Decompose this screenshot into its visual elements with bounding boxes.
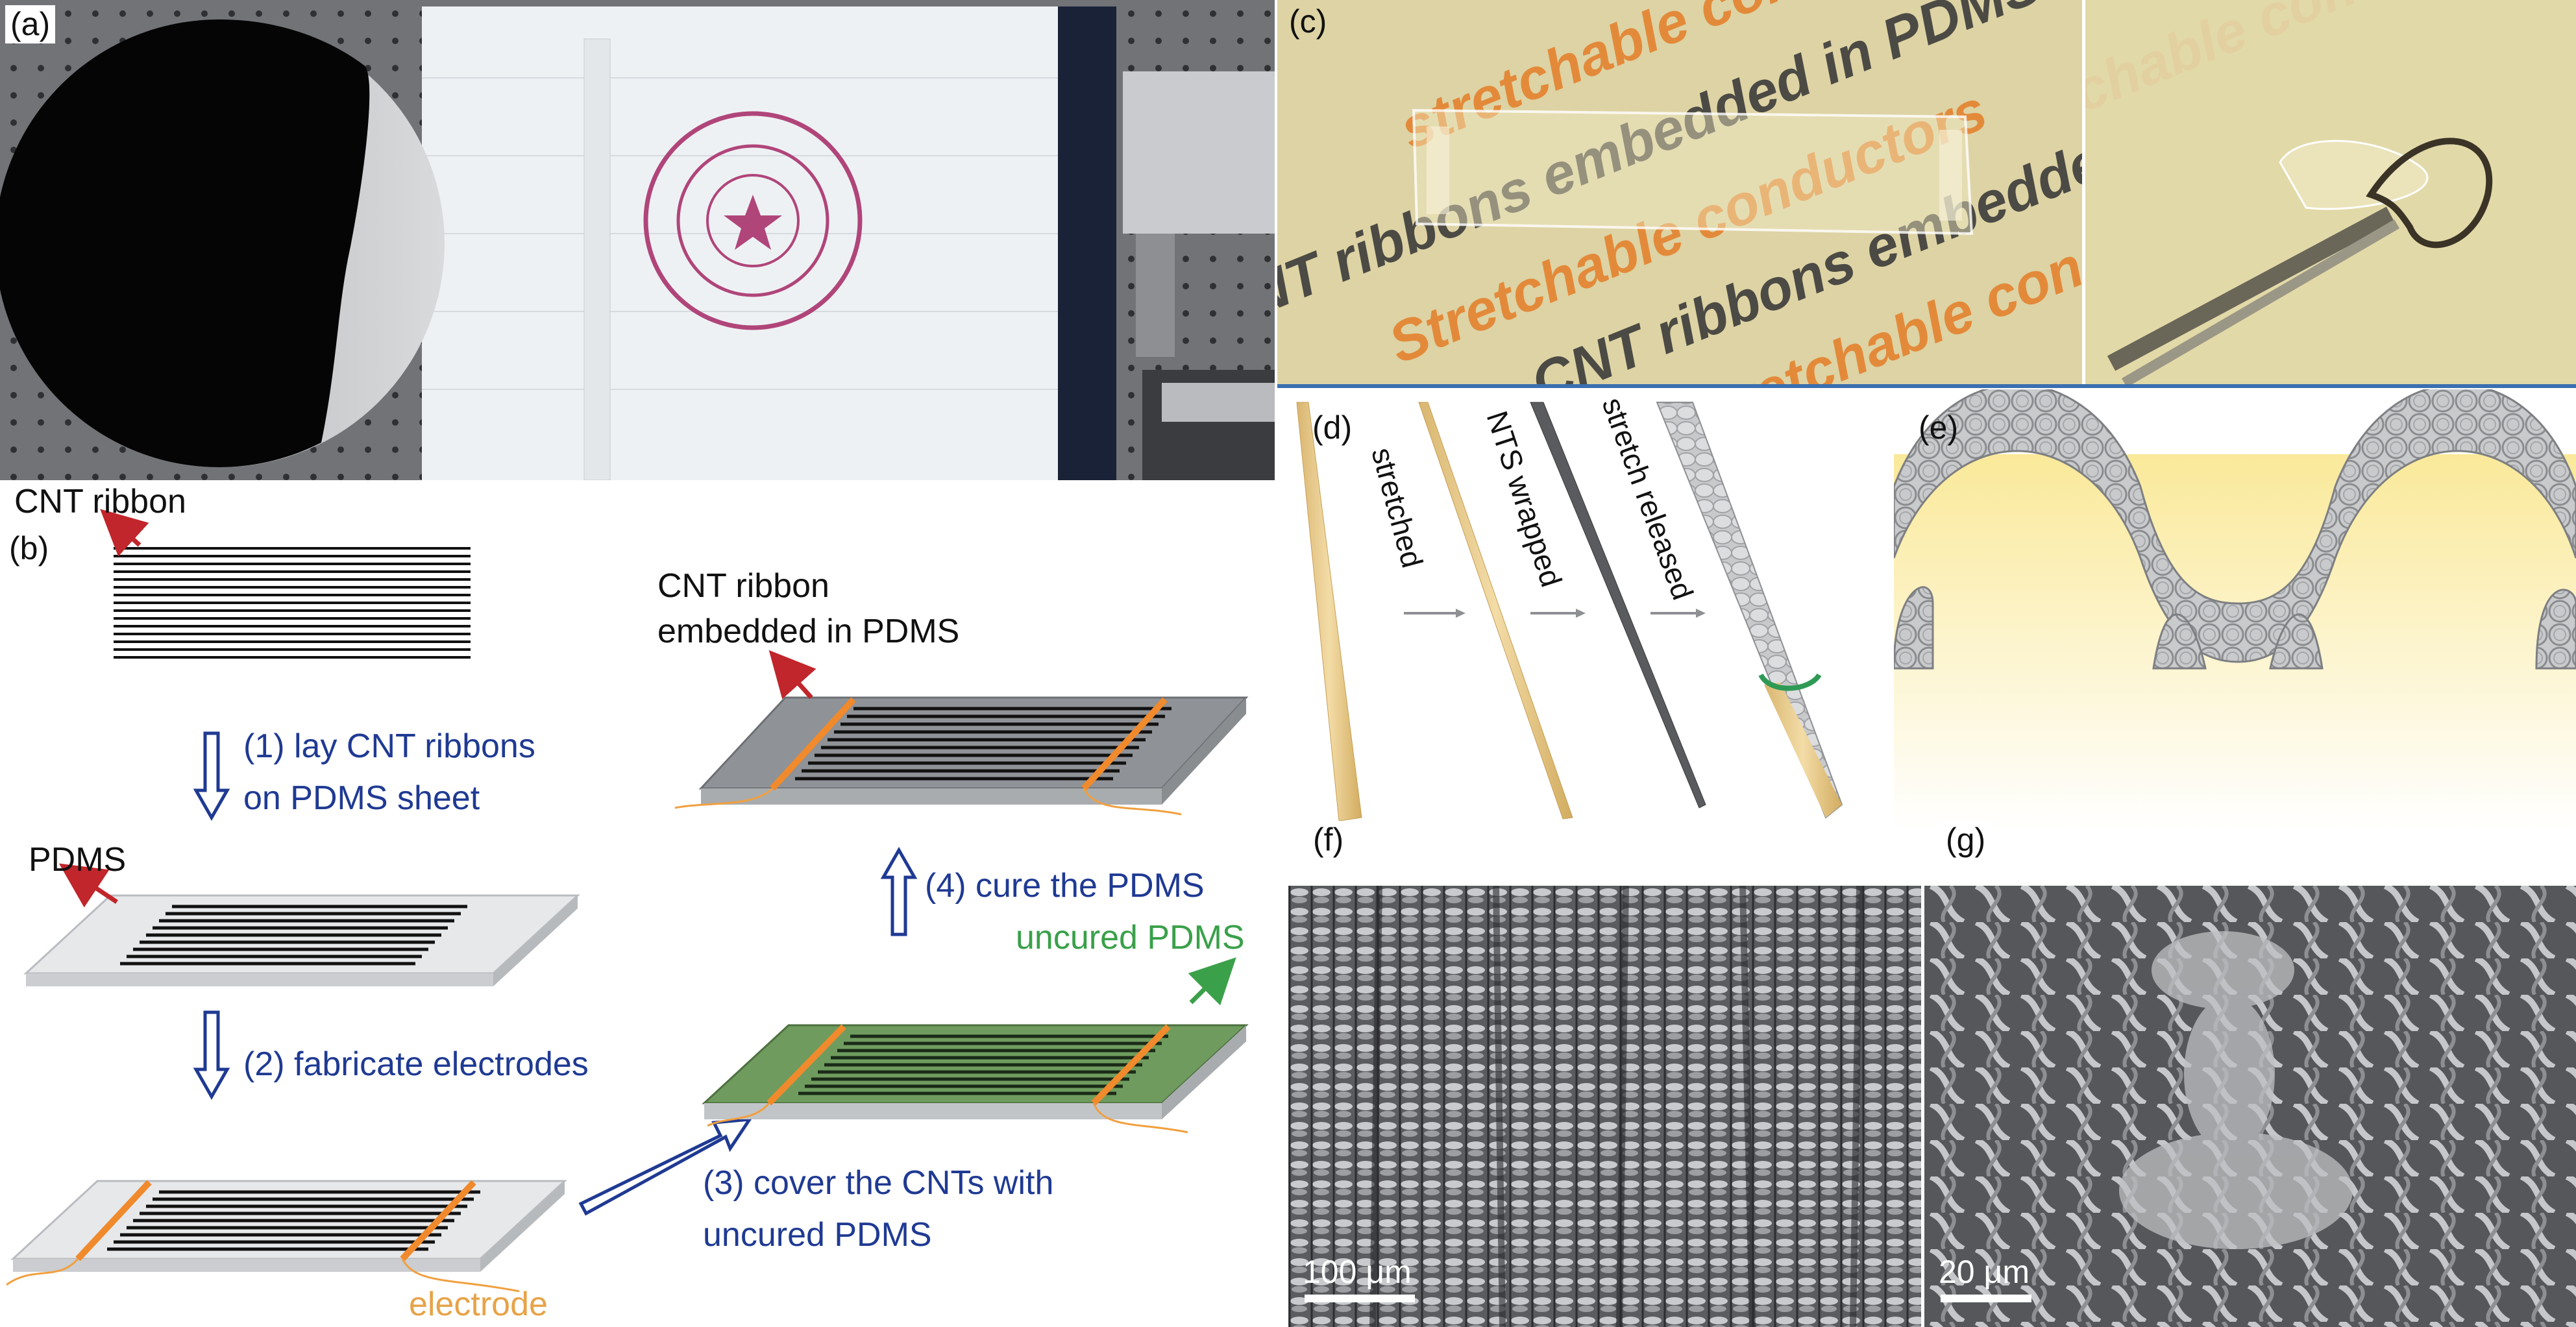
d-label-stretched: stretched xyxy=(1365,444,1429,571)
pdms-slab xyxy=(23,894,580,986)
label-step-1-line-2: on PDMS sheet xyxy=(243,779,480,817)
label-step-3-line-1: (3) cover the CNTs with xyxy=(703,1164,1054,1202)
panel-f-sem: 100 μm xyxy=(1288,886,1921,1327)
panel-a-illustration xyxy=(0,0,1275,480)
scale-bar-f-label: 100 μm xyxy=(1303,1254,1412,1290)
panel-label-e: (e) xyxy=(1919,409,1959,446)
panel-label-c: (c) xyxy=(1289,3,1327,40)
panel-c-left-photo: stretchable conductors CNT ribbons embed… xyxy=(1277,0,2082,384)
arrow-step-2 xyxy=(193,1010,230,1101)
panel-c-left-illustration: stretchable conductors CNT ribbons embed… xyxy=(1277,0,2082,384)
panel-e-illustration xyxy=(1894,389,2576,831)
university-seal xyxy=(643,111,863,330)
panel-label-b: (b) xyxy=(9,530,49,566)
arrow-step-3 xyxy=(578,1117,753,1216)
label-cnt-ribbon: CNT ribbon xyxy=(14,483,186,520)
label-embedded-line-2: embedded in PDMS xyxy=(657,613,960,650)
panel-d-illustration: stretched NTS wrapped stretch released xyxy=(1296,393,1843,822)
panel-label-d: (d) xyxy=(1312,409,1353,446)
panel-g-sem: 20 μm xyxy=(1924,886,2576,1327)
scale-bar-g-label: 20 μm xyxy=(1939,1254,2030,1290)
pdms-strip xyxy=(1412,108,1974,236)
label-step-1-line-1: (1) lay CNT ribbons xyxy=(243,727,535,765)
panel-label-a: (a) xyxy=(5,5,56,43)
label-embedded-line-1: CNT ribbon xyxy=(657,567,829,605)
panel-label-f: (f) xyxy=(1308,821,1349,859)
arrow-step-1 xyxy=(193,731,230,822)
label-pdms: PDMS xyxy=(29,841,127,879)
slab-uncured-pdms xyxy=(702,1024,1249,1134)
panel-e-schematic: (e) xyxy=(1894,389,2576,831)
panel-b-schematic: (b) CNT ribbon (1) lay CNT ribbons on PD… xyxy=(0,480,1275,1327)
slab-with-electrodes xyxy=(6,1180,567,1293)
label-step-4: (4) cure the PDMS xyxy=(925,867,1205,905)
label-step-3-line-2: uncured PDMS xyxy=(703,1216,932,1254)
panel-d-schematic: stretched NTS wrapped stretch released (… xyxy=(1277,389,1894,831)
slab-embedded xyxy=(674,696,1249,816)
arrow-step-4 xyxy=(880,846,918,936)
panel-c-right-photo: stretchable conductors xyxy=(2085,0,2576,384)
panel-c-right-illustration: stretchable conductors xyxy=(2085,0,2576,384)
panel-c-divider xyxy=(1277,384,2576,388)
label-uncured-pdms: uncured PDMS xyxy=(1016,919,1245,956)
cnt-ribbon-stack xyxy=(114,547,471,659)
panel-b-illustration xyxy=(6,509,1249,1293)
label-step-2: (2) fabricate electrodes xyxy=(243,1045,589,1083)
label-electrode: electrode xyxy=(409,1285,548,1323)
panel-a-photo: (a) xyxy=(0,0,1275,480)
panel-label-g: (g) xyxy=(1941,821,1991,859)
panel-f-illustration: 100 μm xyxy=(1288,886,1921,1327)
panel-g-illustration: 20 μm xyxy=(1924,886,2576,1327)
